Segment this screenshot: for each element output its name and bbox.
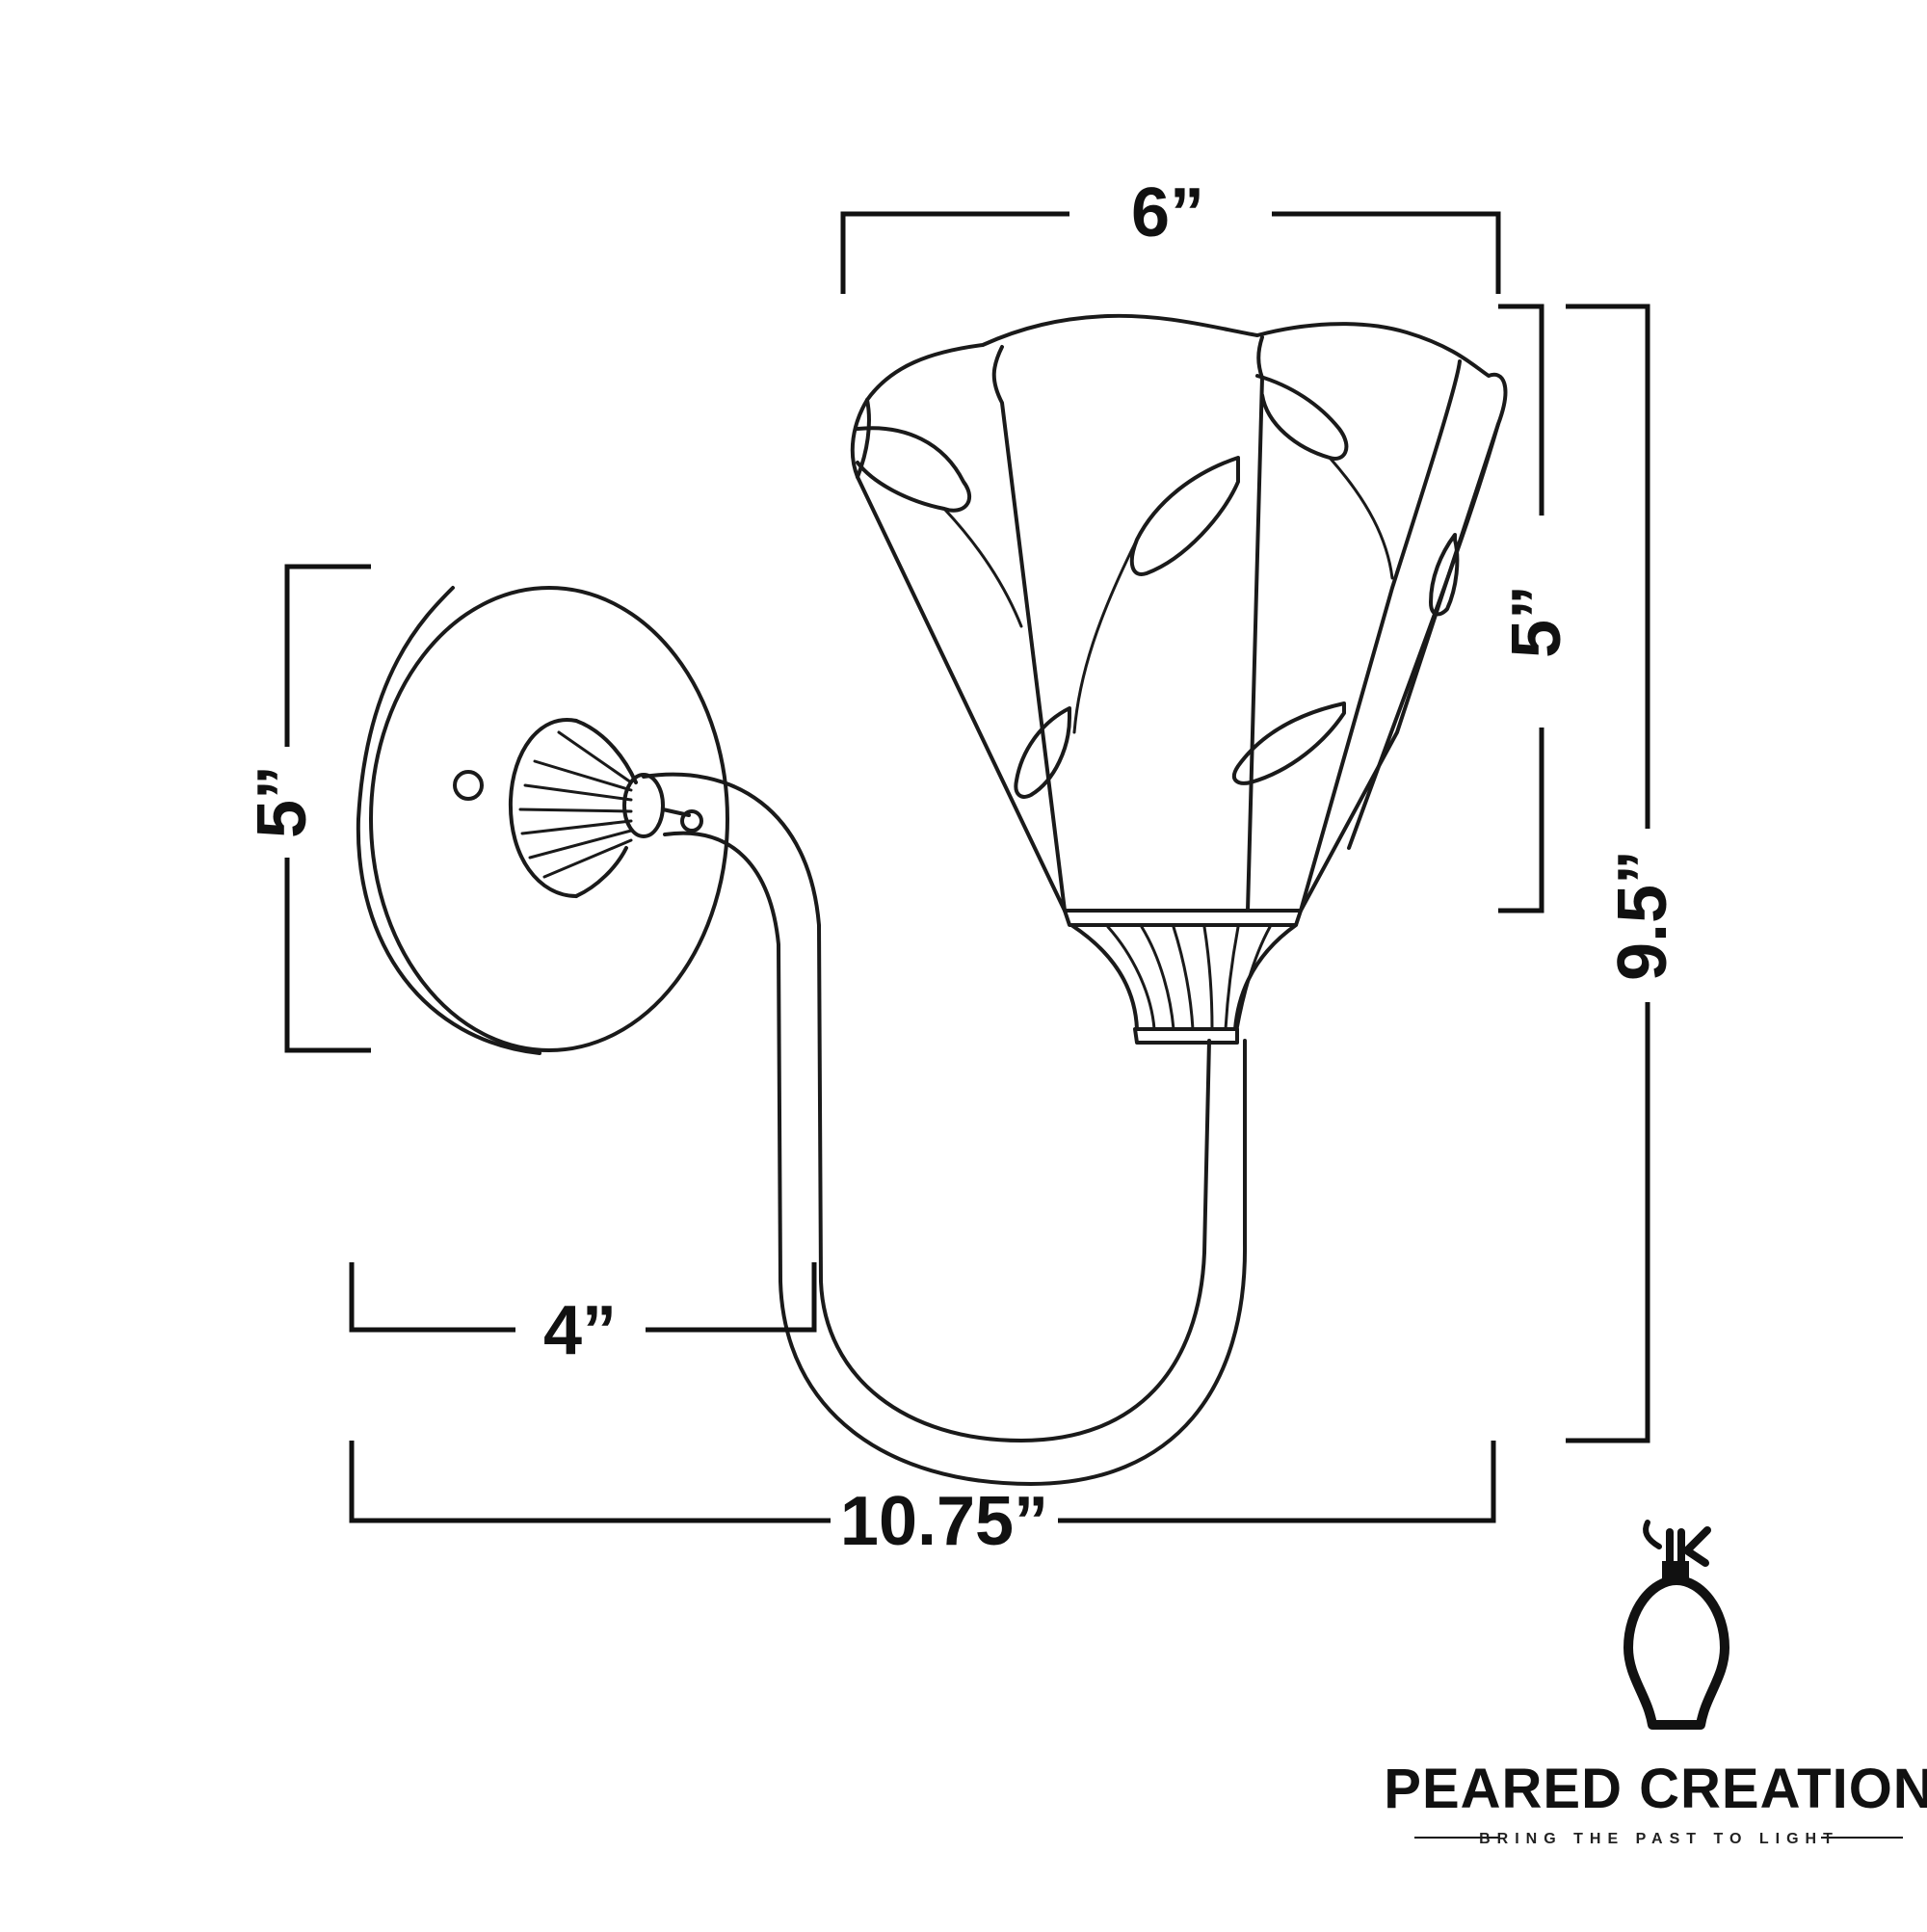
dimension-backplate-depth: 4” — [349, 1262, 817, 1369]
dimension-label-shade-height: 5” — [1498, 585, 1575, 658]
screw-hole-icon — [680, 809, 703, 833]
dimension-label-backplate-height: 5” — [244, 765, 321, 838]
dimension-total-height: 9.5” — [1566, 304, 1681, 1443]
arm-mount-drawing — [508, 717, 691, 898]
dimension-shade-height: 5” — [1498, 304, 1575, 913]
tulip-shade-drawing — [850, 313, 1508, 913]
dimension-label-shade-width: 6” — [1131, 174, 1204, 251]
wall-sconce-line-drawing — [356, 313, 1508, 1486]
dimension-label-total-height: 9.5” — [1604, 850, 1681, 981]
brand-logo: PEARED CREATION BRING THE PAST TO LIGHT — [1384, 1520, 1927, 1847]
dimension-label-total-depth: 10.75” — [840, 1483, 1048, 1560]
dimension-label-backplate-depth: 4” — [543, 1292, 617, 1369]
backplate-drawing — [356, 586, 729, 1055]
screw-hole-icon — [453, 770, 484, 801]
lightbulb-logo-icon — [1623, 1520, 1729, 1730]
dimension-shade-width: 6” — [840, 174, 1501, 294]
dimension-total-depth: 10.75” — [349, 1441, 1496, 1560]
brand-name: PEARED CREATION — [1384, 1758, 1927, 1820]
dimension-backplate-height: 5” — [244, 564, 371, 1053]
shade-fitter-drawing — [1063, 909, 1303, 1045]
curved-arm-drawing — [642, 772, 1248, 1486]
brand-tagline: BRING THE PAST TO LIGHT — [1479, 1831, 1839, 1847]
